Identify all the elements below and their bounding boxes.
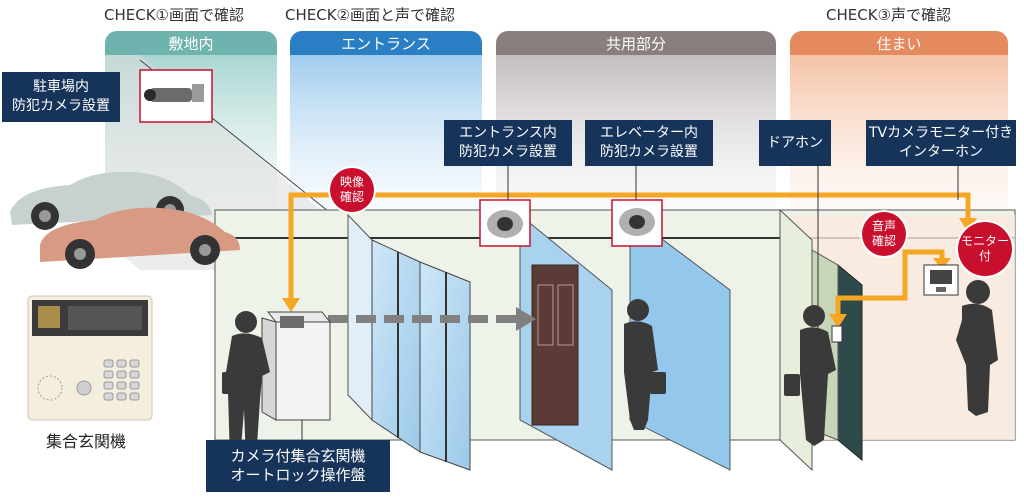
zone-header-entrance: エントランス — [290, 31, 482, 55]
zone-header-common: 共用部分 — [496, 31, 776, 55]
label-elevator-camera: エレベーター内 防犯カメラ設置 — [585, 120, 713, 166]
person-silhouette-home — [956, 280, 998, 416]
label-parking-camera: 駐車場内 防犯カメラ設置 — [2, 72, 120, 122]
glass-door-left — [371, 239, 421, 453]
signal-arrow-door — [829, 314, 847, 328]
monitor-intercom-icon — [923, 264, 959, 296]
dome-camera-icon — [487, 210, 523, 238]
zone-header-home: 住まい — [790, 31, 1008, 55]
label-door-phone: ドアホン — [759, 120, 831, 166]
bullet-camera-icon — [144, 84, 204, 102]
signal-lines — [288, 192, 971, 318]
dome-camera-icon — [619, 208, 655, 236]
home-door — [837, 263, 863, 462]
signal-arrow-home — [959, 218, 977, 232]
badge-voice-confirm: 音声 確認 — [862, 212, 906, 256]
caption-entrance-unit: 集合玄関機 — [46, 432, 127, 451]
label-lobby-panel: カメラ付集合玄関機 オートロック操作盤 — [206, 440, 390, 492]
person-silhouette-elevator — [624, 299, 666, 430]
person-silhouette-lobby — [222, 311, 270, 460]
label-tv-monitor-intercom: TVカメラモニター付き インターホン — [866, 120, 1016, 166]
lobby-control-panel — [261, 311, 332, 421]
check-3-heading: CHECK③声で確認 — [826, 6, 951, 24]
check-2-heading: CHECK②画面と声で確認 — [285, 6, 455, 24]
entrance-unit-image — [27, 295, 153, 421]
door-phone-unit — [831, 325, 843, 343]
badge-with-monitor: モニター 付 — [958, 222, 1012, 276]
check-1-heading: CHECK①画面で確認 — [104, 6, 244, 24]
car-orange — [40, 207, 240, 269]
person-silhouette-door — [784, 305, 836, 446]
signal-arrow-lobby — [282, 298, 300, 312]
zone-header-site: 敷地内 — [105, 31, 277, 55]
badge-video-confirm: 映像 確認 — [330, 168, 374, 212]
label-entrance-camera: エントランス内 防犯カメラ設置 — [444, 120, 572, 166]
movement-arrow — [328, 307, 536, 331]
signal-arrow-monitor — [933, 258, 951, 270]
